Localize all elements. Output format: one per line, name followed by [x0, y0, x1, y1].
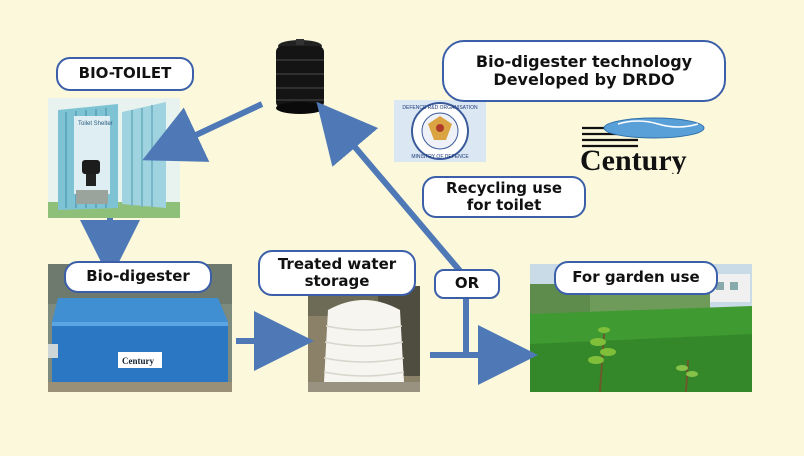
century-logo: Century [578, 114, 706, 174]
toilet-sign-text: Toilet Shelter [78, 121, 113, 127]
label-recycling-line2: for toilet [466, 196, 542, 214]
label-or: OR [434, 269, 500, 299]
arrow-recycle-to-tank [316, 101, 469, 280]
label-bio-digester: Bio-digester [64, 261, 212, 293]
label-technology: Bio-digester technology Developed by DRD… [442, 40, 726, 102]
century-logo-text: Century [580, 144, 687, 174]
drdo-logo-bottom-text: MINISTRY OF DEFENCE [411, 154, 469, 160]
label-technology-line2: Developed by DRDO [493, 70, 675, 89]
label-bio-digester-text: Bio-digester [86, 267, 190, 286]
label-bio-toilet: BIO-TOILET [56, 57, 194, 91]
digester-badge-text: Century [122, 356, 154, 366]
arrow-tank-to-toilet [142, 101, 264, 162]
label-bio-toilet-text: BIO-TOILET [78, 64, 172, 83]
label-treated-water-line1: Treated water [277, 254, 397, 273]
overhead-water-tank-image [260, 36, 340, 116]
label-treated-water-line2: storage [304, 272, 370, 290]
label-or-text: OR [454, 274, 480, 293]
drdo-logo-text: DEFENCE R&D ORGANISATION [402, 105, 478, 111]
label-recycling-line1: Recycling use [446, 178, 562, 197]
label-treated-water-storage: Treated water storage [258, 250, 416, 296]
label-garden-use: For garden use [554, 261, 718, 295]
label-garden-use-text: For garden use [572, 268, 700, 287]
label-recycling-use: Recycling use for toilet [422, 176, 586, 218]
drdo-logo: DEFENCE R&D ORGANISATION MINISTRY OF DEF… [394, 100, 486, 162]
label-technology-line1: Bio-digester technology [475, 51, 693, 71]
